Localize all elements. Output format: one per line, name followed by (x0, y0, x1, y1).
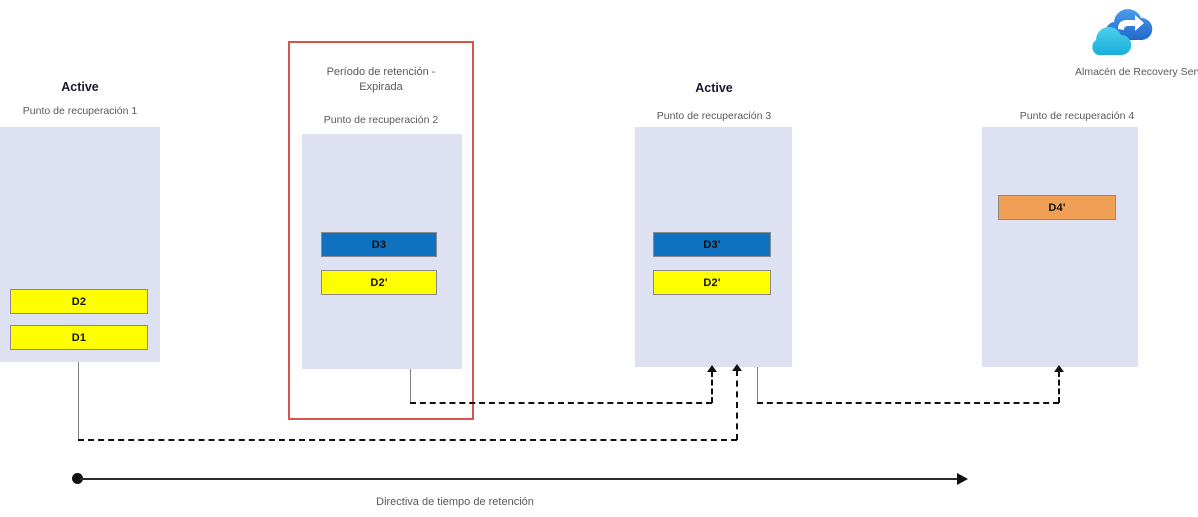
rp4-chip-d4p: D4' (998, 195, 1116, 220)
timeline-axis (80, 478, 965, 480)
rp1-caption: Punto de recuperación 1 (22, 105, 138, 117)
rp2-expired-line2: Expirada (359, 81, 403, 93)
connector-rp1-stem (78, 362, 79, 439)
rp2-chip-d2p: D2' (321, 270, 437, 295)
connector-rp1-to-rp3-arrowhead (732, 364, 742, 371)
connector-rp1-to-rp3-vertical (736, 370, 738, 440)
connector-rp3-to-rp4-vertical (1058, 371, 1060, 403)
connector-rp3-stem (757, 367, 758, 402)
rp2-expired-label: Período de retención - Expirada (300, 65, 462, 95)
rp1-status-label: Active (61, 80, 99, 94)
timeline-label: Directiva de tiempo de retención (376, 496, 534, 508)
rp3-status-label: Active (695, 81, 733, 95)
rp3-caption: Punto de recuperación 3 (656, 110, 772, 122)
expired-retention-frame (288, 41, 474, 420)
connector-rp2-to-rp3-vertical (711, 371, 713, 403)
timeline-end-arrowhead (957, 473, 968, 485)
connector-rp1-to-rp3-horizontal (78, 439, 737, 441)
rp3-chip-d2p: D2' (653, 270, 771, 295)
connector-rp2-to-rp3-horizontal (410, 402, 712, 404)
timeline-start-dot (72, 473, 83, 484)
recovery-services-vault-icon (1078, 2, 1162, 64)
rp4-caption: Punto de recuperación 4 (1019, 110, 1135, 122)
rp3-chip-d3p: D3' (653, 232, 771, 257)
rp1-chip-d2: D2 (10, 289, 148, 314)
rp2-chip-d3: D3 (321, 232, 437, 257)
rp1-panel (0, 127, 160, 362)
connector-rp3-to-rp4-horizontal (757, 402, 1059, 404)
connector-rp2-stem (410, 369, 411, 402)
connector-rp3-to-rp4-arrowhead (1054, 365, 1064, 372)
connector-rp2-to-rp3-arrowhead (707, 365, 717, 372)
rp2-caption: Punto de recuperación 2 (323, 114, 439, 126)
vault-caption: Almacén de Recovery Servi (1075, 66, 1198, 78)
rp4-panel (982, 127, 1138, 367)
rp2-expired-line1: Período de retención - (326, 66, 436, 78)
rp1-chip-d1: D1 (10, 325, 148, 350)
